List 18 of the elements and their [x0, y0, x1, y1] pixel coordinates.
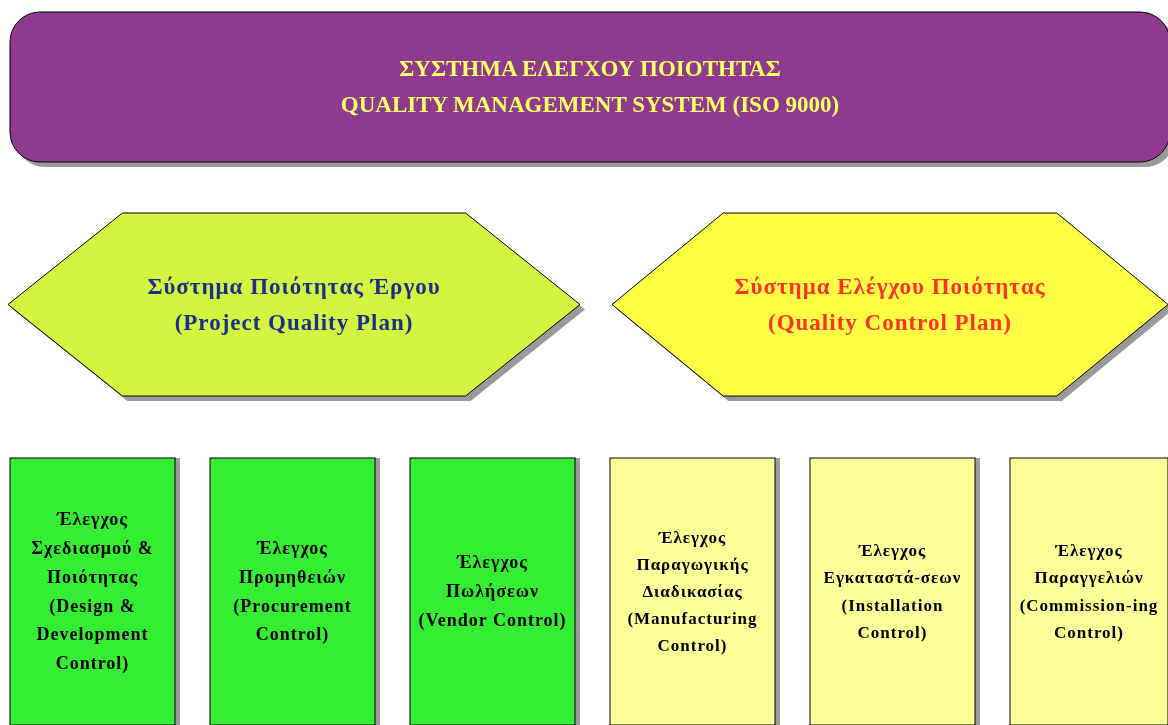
english-title: (Quality Control Plan) [768, 308, 1012, 337]
greek-title: Σύστημα Ποιότητας Έργου [147, 272, 441, 301]
english-heading: (Design & Development Control) [35, 594, 150, 676]
greek-title: ΣΥΣΤΗΜΑ ΕΛΕΓΧΟΥ ΠΟΙΟΤΗΤΑΣ [399, 55, 781, 84]
english-title: (Project Quality Plan) [174, 308, 414, 337]
english-heading: (Manufacturing Control) [626, 608, 759, 658]
greek-heading: Έλεγχος Προμηθειών [238, 536, 347, 589]
greek-heading: Έλεγχος Σχεδιασμού & Ποιότητας [30, 508, 155, 589]
english-heading: (Commission-ing Control) [1018, 594, 1160, 644]
english-heading: (Installation Control) [840, 594, 945, 644]
greek-heading: Έλεγχος Πωλήσεων [445, 551, 540, 604]
greek-title: Σύστημα Ελέγχου Ποιότητας [734, 272, 1046, 301]
greek-heading: Έλεγχος Παραγωγικής Διαδικασίας [635, 526, 750, 603]
greek-heading: Έλεγχος Εγκαταστά-σεων [822, 540, 963, 590]
english-heading: (Vendor Control) [418, 608, 567, 632]
english-heading: (Procurement Control) [232, 594, 353, 647]
english-title: QUALITY MANAGEMENT SYSTEM (ISO 9000) [340, 91, 840, 119]
greek-heading: Έλεγχος Παραγγελιών [1033, 540, 1145, 590]
